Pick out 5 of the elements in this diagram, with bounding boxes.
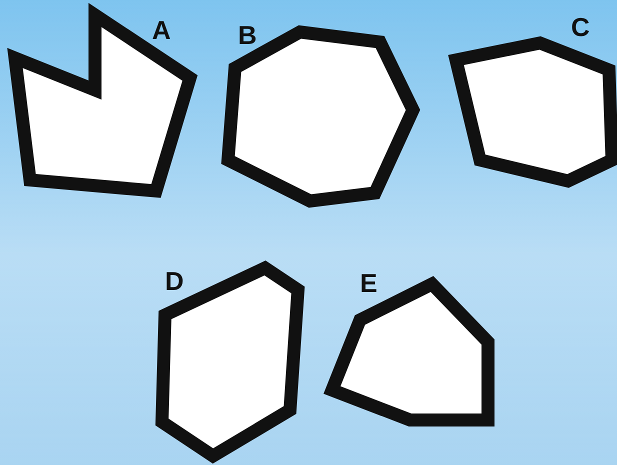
shape-letter: B [238, 22, 257, 48]
shape-letter: E [360, 270, 378, 296]
shape-letter: D [165, 268, 184, 294]
shape-letter: A [152, 17, 171, 43]
shape-letter: C [571, 14, 590, 40]
